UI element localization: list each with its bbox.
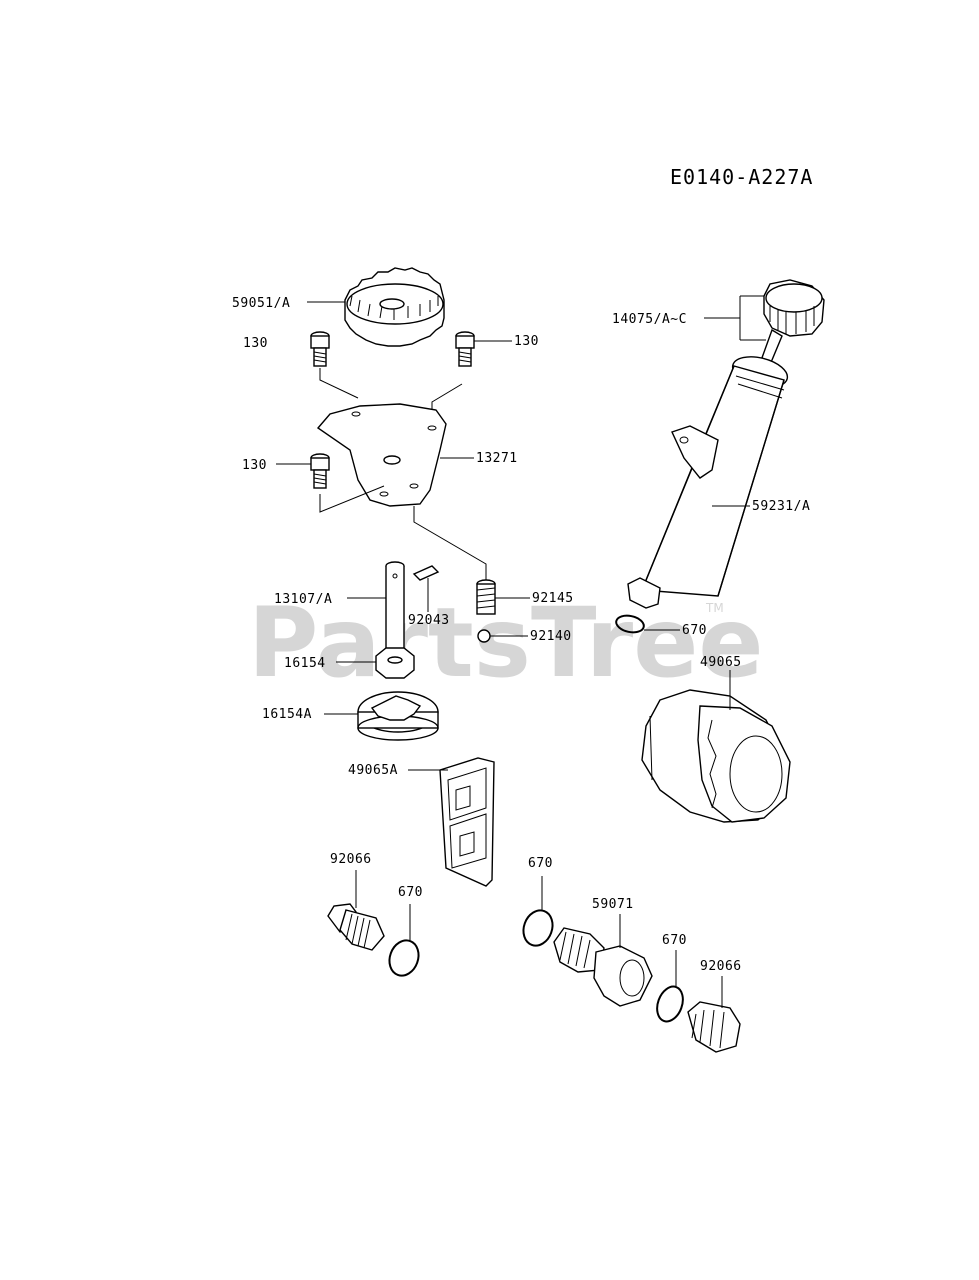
o-ring-670-left[interactable]: [385, 936, 424, 979]
bolt-130-left[interactable]: [310, 331, 330, 367]
label-16154[interactable]: 16154: [284, 656, 326, 671]
label-59071[interactable]: 59071: [592, 897, 634, 912]
label-670-tube[interactable]: 670: [682, 623, 707, 638]
spring-92145[interactable]: [476, 579, 496, 615]
label-49065[interactable]: 49065: [700, 655, 742, 670]
o-ring-670-tube[interactable]: [615, 613, 646, 634]
label-59051[interactable]: 59051/A: [232, 296, 290, 311]
label-670-center[interactable]: 670: [528, 856, 553, 871]
label-13107[interactable]: 13107/A: [274, 592, 332, 607]
pin-92043[interactable]: [412, 565, 440, 581]
label-59231[interactable]: 59231/A: [752, 499, 810, 514]
label-49065a[interactable]: 49065A: [348, 763, 398, 778]
strainer-49065a[interactable]: [439, 757, 495, 887]
gear-59051[interactable]: [344, 267, 445, 347]
label-130-mid[interactable]: 130: [242, 458, 267, 473]
ball-92140[interactable]: [477, 629, 491, 643]
label-92043[interactable]: 92043: [408, 613, 450, 628]
drain-plug-92066-right[interactable]: [687, 1001, 741, 1053]
o-ring-670-center[interactable]: [519, 906, 558, 949]
label-92145[interactable]: 92145: [532, 591, 574, 606]
watermark-trademark: TM: [705, 601, 724, 615]
shaft-13107[interactable]: [385, 561, 405, 651]
bolt-130-right[interactable]: [455, 331, 475, 367]
label-13271[interactable]: 13271: [476, 451, 518, 466]
label-92066-right[interactable]: 92066: [700, 959, 742, 974]
label-130-top-right[interactable]: 130: [514, 334, 539, 349]
label-670-left[interactable]: 670: [398, 885, 423, 900]
o-ring-670-right[interactable]: [653, 983, 688, 1025]
label-130-top-left[interactable]: 130: [243, 336, 268, 351]
label-92066-left[interactable]: 92066: [330, 852, 372, 867]
label-14075[interactable]: 14075/A~C: [612, 312, 687, 327]
label-16154a[interactable]: 16154A: [262, 707, 312, 722]
fitting-59071[interactable]: [553, 927, 653, 1007]
diagram-code: E0140-A227A: [670, 165, 813, 189]
bolt-130-mid[interactable]: [310, 453, 330, 489]
outer-rotor-16154a[interactable]: [357, 691, 439, 741]
label-92140[interactable]: 92140: [530, 629, 572, 644]
oil-filter-49065[interactable]: [641, 689, 791, 823]
label-670-right[interactable]: 670: [662, 933, 687, 948]
plate-13271[interactable]: [316, 403, 447, 507]
inner-rotor-16154[interactable]: [375, 647, 415, 679]
watermark: PartsTree: [248, 587, 763, 699]
drain-plug-92066-left[interactable]: [327, 903, 385, 951]
dipstick-tube-59231[interactable]: [627, 352, 791, 609]
